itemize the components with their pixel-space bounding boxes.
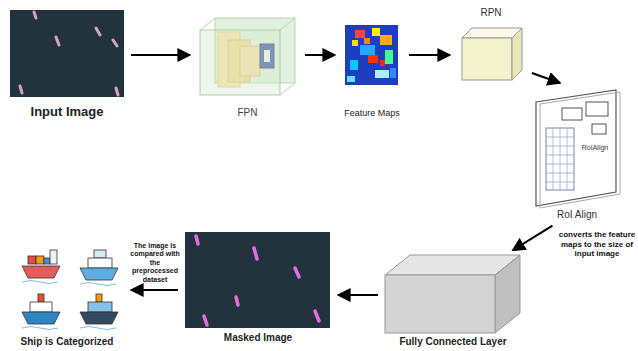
- fc-box: [385, 255, 520, 333]
- satellite-image: [10, 10, 124, 97]
- flow-arrow: [409, 54, 450, 56]
- stage-caption: RoI Align: [524, 209, 630, 221]
- ship-marks: [20, 12, 118, 95]
- roi-panel: [536, 90, 620, 208]
- fpn-illustration: [200, 18, 295, 95]
- pipeline-stage: FPN: [193, 15, 302, 121]
- arrow-note: The image is compared with the preproces…: [128, 242, 182, 284]
- flow-arrow: [338, 294, 378, 296]
- flow-arrow: [305, 54, 335, 56]
- stage-caption: Input Image: [6, 104, 128, 120]
- flow-arrow: [131, 54, 190, 56]
- pipeline-stage: Fully Connected Layer: [381, 252, 525, 350]
- flow-arrow: [131, 289, 178, 291]
- flow-arrow: [532, 73, 560, 83]
- flow-arrow: [513, 226, 553, 251]
- stage-caption: Feature Maps: [338, 108, 406, 119]
- ship-masks: [196, 236, 319, 325]
- ship-icons: [22, 250, 118, 330]
- pipeline-stage: RoIAlignRoI Align: [524, 84, 630, 224]
- heatmap: [345, 25, 398, 85]
- pipeline-stage: Ship is Categorized: [6, 244, 128, 350]
- inner-label: RoIAlign: [578, 144, 612, 152]
- pipeline-stage: Feature Maps: [338, 22, 406, 122]
- stage-caption: Fully Connected Layer: [381, 336, 525, 348]
- stage-caption: RPN: [453, 7, 529, 19]
- stage-caption: Ship is Categorized: [6, 336, 128, 348]
- arrow-note: converts the feature maps to the size of…: [558, 230, 636, 259]
- masked-image: [185, 232, 330, 328]
- pipeline-stage: Masked Image: [181, 228, 335, 346]
- stage-caption: FPN: [193, 107, 302, 119]
- stage-caption: Masked Image: [181, 332, 335, 344]
- rpn-box: [462, 28, 522, 80]
- pipeline-stage: Input Image: [6, 8, 128, 120]
- pipeline-stage: RPN: [453, 5, 529, 82]
